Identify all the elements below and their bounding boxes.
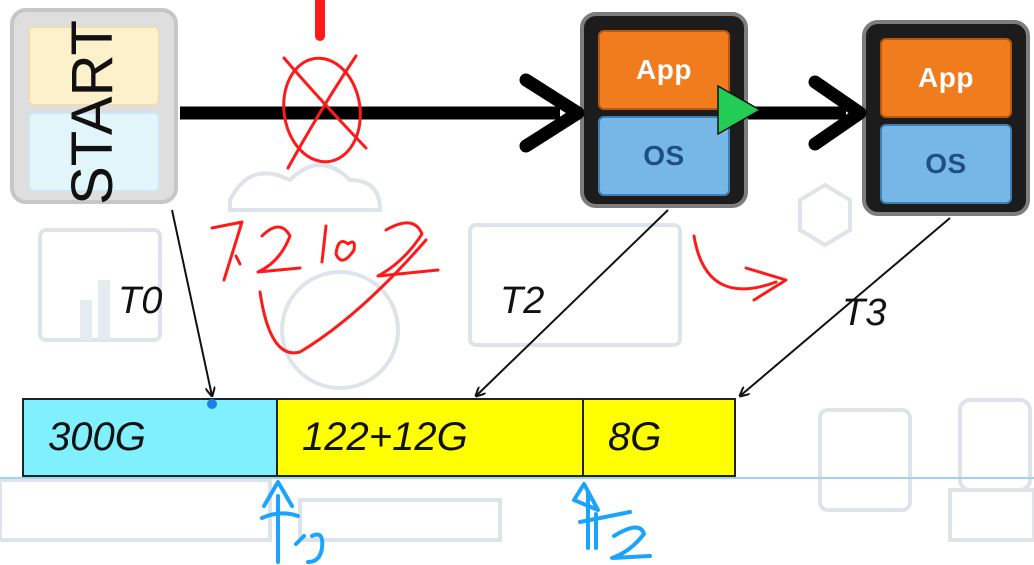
app-layer: App: [880, 38, 1012, 118]
segment-delta-1: 122+12G: [276, 398, 584, 477]
time-label-t3: T3: [842, 292, 887, 334]
segment-label: 300G: [48, 415, 146, 459]
os-layer: OS: [880, 124, 1012, 204]
vm-start: App OS: [10, 8, 178, 204]
vm-t3: App OS: [862, 20, 1030, 216]
segment-label: 122+12G: [302, 415, 468, 459]
vm-t2: App OS: [580, 12, 748, 208]
app-layer: App: [598, 30, 730, 110]
time-label-t2: T2: [500, 280, 545, 322]
start-label: START: [42, 14, 142, 210]
segment-label: 8G: [608, 415, 662, 459]
start-text: START: [59, 19, 125, 205]
os-layer: OS: [28, 112, 160, 192]
app-layer: App: [28, 26, 160, 106]
segment-delta-2: 8G: [582, 398, 736, 477]
segment-base: 300G: [22, 398, 278, 477]
time-label-t0: T0: [118, 280, 163, 322]
os-layer: OS: [598, 116, 730, 196]
